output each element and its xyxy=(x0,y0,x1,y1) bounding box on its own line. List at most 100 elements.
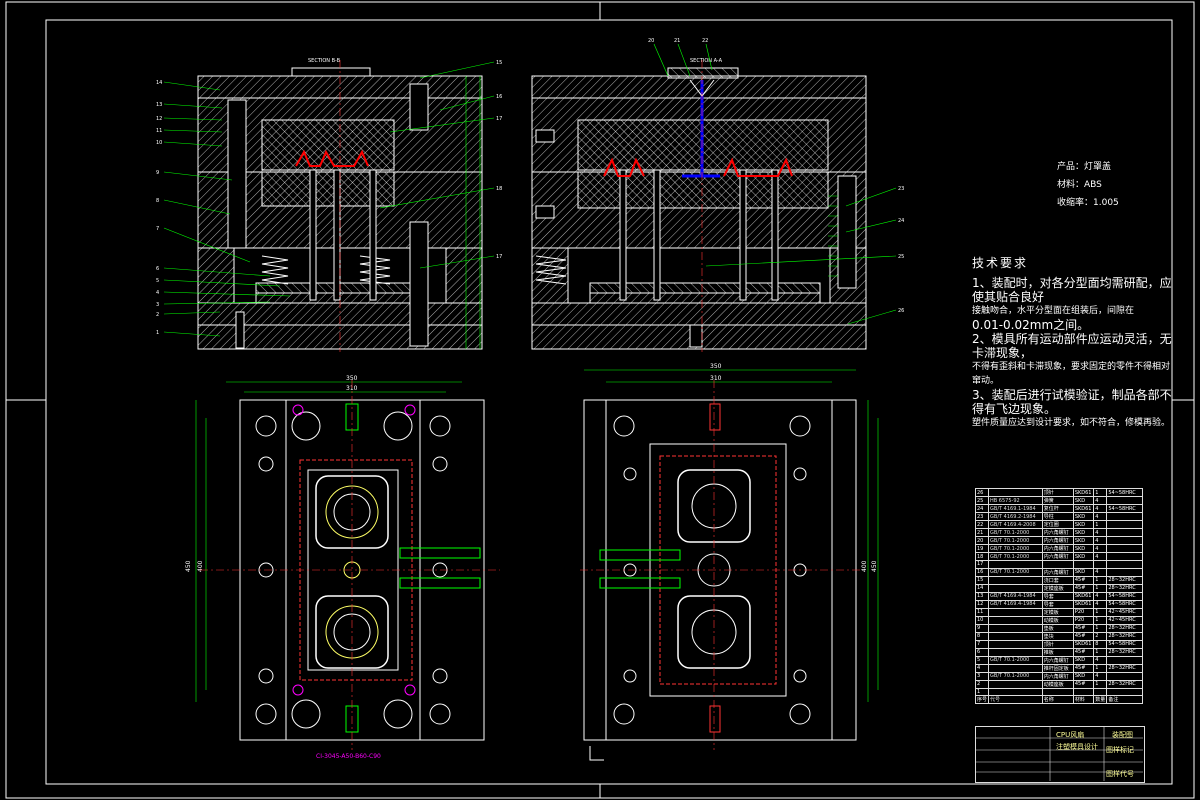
plan-view-left: 350 310 450 400 CI-3045-A50- xyxy=(185,375,500,760)
balloon-20: 20 xyxy=(648,38,654,44)
balloon-11: 11 xyxy=(156,128,162,134)
bom-row: 17 xyxy=(974,560,1143,569)
note-line: 3、装配后进行试模验证，制品各部不得有飞边现象。 xyxy=(972,388,1172,416)
bom-cell-mat: SKD xyxy=(1072,552,1095,561)
bom-cell-std xyxy=(988,615,1043,625)
balloon-8: 8 xyxy=(156,198,159,204)
title-drawing-type: 装配图 xyxy=(1112,731,1133,739)
balloon-6: 6 xyxy=(156,266,159,272)
bom-cell-n: 7 xyxy=(974,639,990,649)
bom-cell-hd xyxy=(1106,655,1143,665)
bom-cell-mat: SKD xyxy=(1072,520,1095,529)
title-block: CPU风扇 注塑模具设计 装配图 图样标记 图样代号 xyxy=(975,726,1145,783)
title-product: CPU风扇 xyxy=(1056,731,1085,739)
bom-cell-q: 4 xyxy=(1093,544,1108,553)
bom-cell-mat: SKD xyxy=(1072,528,1095,537)
bom-cell-std: GB/T 70.1-2000 xyxy=(988,567,1043,577)
bom-cell-hd xyxy=(1106,528,1143,537)
dim-top-right-inner: 310 xyxy=(710,375,722,382)
bom-cell-hd: 54~58HRC xyxy=(1106,639,1143,649)
bom-cell-n: 18 xyxy=(974,552,990,561)
bom-cell-q: 4 xyxy=(1093,671,1108,681)
balloon-18: 18 xyxy=(496,186,502,192)
bom-cell-n: 8 xyxy=(974,631,990,641)
note-line: 1、装配时，对各分型面均需研配，应使其贴合良好 xyxy=(972,276,1172,304)
balloon-2: 2 xyxy=(156,312,159,318)
bom-cell-q: 4 xyxy=(1093,512,1108,521)
bom-cell-std xyxy=(988,663,1043,673)
bom-cell-q: 4 xyxy=(1093,567,1108,577)
bom-cell-name: 内六角螺钉 xyxy=(1041,528,1074,537)
bom-cell-q: 1 xyxy=(1093,615,1108,625)
bom-cell-name: 推板 xyxy=(1041,647,1074,657)
bom-cell-std: GB/T 70.1-2000 xyxy=(988,528,1043,537)
bom-cell-name: 导柱 xyxy=(1041,512,1074,521)
dim-side-right-inner: 400 xyxy=(861,560,868,572)
title-mark: 图样标记 xyxy=(1106,746,1134,754)
bom-cell-mat xyxy=(1072,687,1095,697)
balloon-17b: 17 xyxy=(496,254,502,260)
bom-cell-name: 导套 xyxy=(1041,599,1074,609)
bom-cell-n: 10 xyxy=(974,615,990,625)
bom-cell-std: GB/T 70.1-2000 xyxy=(988,552,1043,561)
bom-cell-hd xyxy=(1106,552,1143,561)
bom-cell-q: 4 xyxy=(1093,536,1108,545)
bom-cell-mat: SKD xyxy=(1072,567,1095,577)
bom-cell-mat: 45# xyxy=(1072,679,1095,689)
bom-cell-std xyxy=(988,639,1043,649)
bom-cell-std: GB/T 4169.4-1984 xyxy=(988,599,1043,609)
bom-cell-hd: 备注 xyxy=(1106,695,1143,705)
bom-cell-name xyxy=(1041,560,1074,569)
bom-cell-std: GB/T 70.1-2000 xyxy=(988,544,1043,553)
balloon-12: 12 xyxy=(156,116,162,122)
bom-cell-hd xyxy=(1106,671,1143,681)
bom-cell-hd: 28~32HRC xyxy=(1106,663,1143,673)
bom-cell-mat: SKD xyxy=(1072,512,1095,521)
bom-cell-hd: 28~32HRC xyxy=(1106,583,1143,593)
bom-cell-std: GB/T 4169.2-1984 xyxy=(988,512,1043,521)
bom-cell-hd: 28~32HRC xyxy=(1106,679,1143,689)
bom-cell-std: GB/T 4169.4-1984 xyxy=(988,591,1043,601)
bom-cell-q xyxy=(1093,687,1108,697)
bom-cell-std xyxy=(988,679,1043,689)
bom-cell-std: HB 6575-92 xyxy=(988,496,1043,505)
bom-cell-mat: 45# xyxy=(1072,631,1095,641)
bom-cell-hd xyxy=(1106,567,1143,577)
bom-cell-mat: SKD xyxy=(1072,544,1095,553)
bom-cell-mat: SKD xyxy=(1072,536,1095,545)
bom-cell-mat: 45# xyxy=(1072,663,1095,673)
bom-cell-n: 1 xyxy=(974,687,990,697)
bom-cell-name: 定模座板 xyxy=(1041,583,1074,593)
bom-cell-mat: SKD61 xyxy=(1072,599,1095,609)
bom-cell-hd: 54~58HRC xyxy=(1106,488,1143,497)
balloon-25: 25 xyxy=(898,254,904,260)
section-label-right: SECTION A-A xyxy=(690,58,723,64)
balloon-23: 23 xyxy=(898,186,904,192)
bom-cell-std: GB/T 4169.4-2008 xyxy=(988,520,1043,529)
balloon-1: 1 xyxy=(156,330,159,336)
product-material: 材料：ABS xyxy=(1057,180,1102,190)
balloon-22: 22 xyxy=(702,38,708,44)
product-shrinkage: 收缩率：1.005 xyxy=(1057,198,1119,208)
bom-cell-q: 4 xyxy=(1093,552,1108,561)
balloon-3: 3 xyxy=(156,302,159,308)
note-line: 塑件质量应达到设计要求，如不符合，修模再验。 xyxy=(972,418,1171,428)
bom-cell-q: 1 xyxy=(1093,583,1108,593)
title-code: 图样代号 xyxy=(1106,770,1134,778)
bom-cell-q: 4 xyxy=(1093,496,1108,505)
bom-cell-hd: 28~32HRC xyxy=(1106,575,1143,585)
bom-cell-mat: P20 xyxy=(1072,615,1095,625)
bom-cell-name: 复位杆 xyxy=(1041,504,1074,513)
